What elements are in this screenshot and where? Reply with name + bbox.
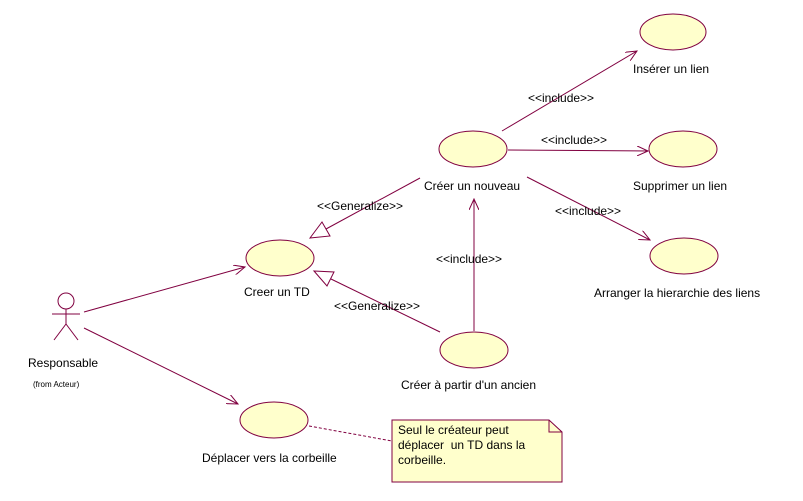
note-box — [391, 419, 563, 483]
label-generalize-nouveau: <<Generalize>> — [317, 199, 404, 213]
actor-name: Responsable — [28, 356, 99, 370]
label-creer-td: Creer un TD — [244, 285, 310, 299]
label-include-arranger: <<include>> — [555, 204, 622, 218]
label-inserer-lien: Insérer un lien — [633, 62, 710, 76]
stick-figure-icon[interactable] — [52, 292, 80, 341]
label-include-ancien: <<include>> — [436, 252, 503, 266]
assoc-actor-creer-td — [83, 267, 245, 313]
label-generalize-ancien: <<Generalize>> — [334, 299, 421, 313]
label-include-supprimer: <<include>> — [541, 133, 608, 147]
generalize-ancien-head — [312, 270, 335, 287]
note-text: Seul le créateur peut déplacer un TD dan… — [398, 423, 525, 468]
note-line-1: Seul le créateur peut — [398, 423, 509, 437]
generalize-nouveau-line — [325, 177, 421, 230]
label-arranger: Arranger la hierarchie des liens — [594, 286, 761, 300]
note-anchor-line — [308, 425, 393, 442]
usecase-supprimer-lien[interactable] — [648, 130, 718, 168]
include-inserer-line — [501, 51, 637, 132]
note-fold — [548, 420, 562, 433]
assoc-actor-deplacer — [83, 327, 238, 404]
usecase-inserer-lien[interactable] — [639, 13, 707, 51]
usecase-creer-ancien[interactable] — [439, 331, 509, 369]
label-supprimer-lien: Supprimer un lien — [633, 179, 728, 193]
generalize-ancien-line — [330, 278, 441, 333]
actor-package: (from Acteur) — [33, 380, 80, 389]
usecase-arranger[interactable] — [649, 237, 719, 275]
label-include-inserer: <<include>> — [528, 91, 595, 105]
include-arranger-line — [526, 176, 650, 240]
note-line-3: corbeille. — [398, 453, 447, 467]
label-creer-nouveau: Créer un nouveau — [424, 179, 521, 193]
note-line-2: déplacer un TD dans la — [398, 438, 526, 452]
label-deplacer: Déplacer vers la corbeille — [202, 451, 337, 465]
usecase-creer-nouveau[interactable] — [438, 130, 508, 168]
include-supprimer-line — [507, 150, 648, 151]
label-creer-ancien: Créer à partir d'un ancien — [401, 378, 537, 392]
generalize-nouveau-head — [308, 221, 331, 239]
usecase-creer-td[interactable] — [245, 239, 315, 277]
usecase-deplacer[interactable] — [239, 401, 309, 439]
